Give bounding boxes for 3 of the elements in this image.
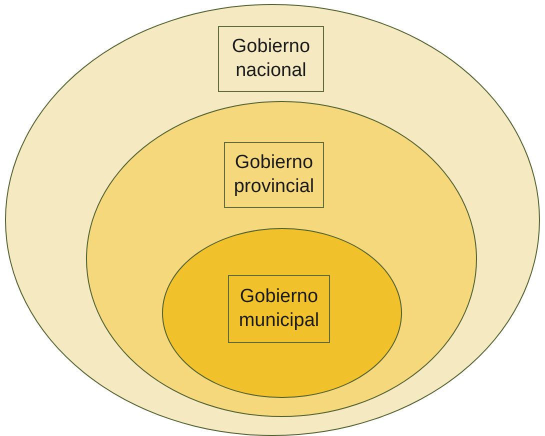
- label-box: Gobierno provincial: [224, 142, 324, 208]
- label-box: Gobierno nacional: [218, 26, 324, 92]
- label-box: Gobierno municipal: [228, 275, 330, 343]
